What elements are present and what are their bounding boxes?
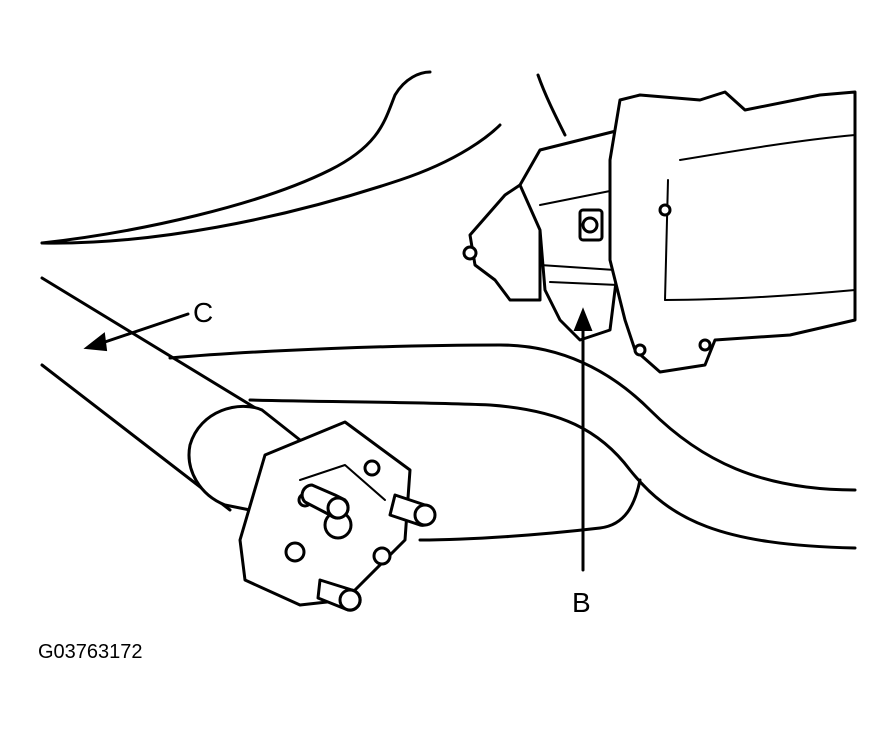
rear-carrier — [608, 90, 857, 374]
callout-c: C — [83, 297, 213, 352]
figure-id: G03763172 — [38, 641, 143, 663]
differential-mount — [462, 128, 627, 342]
subframe-outline — [168, 343, 857, 550]
callout-b: B — [572, 307, 593, 618]
body-panel-outline — [40, 70, 567, 245]
arrowhead-c — [83, 332, 108, 352]
shaft-flange — [238, 420, 437, 612]
callout-c-label: C — [193, 297, 213, 328]
arrowhead-b — [573, 307, 593, 331]
callout-b-label: B — [572, 587, 591, 618]
